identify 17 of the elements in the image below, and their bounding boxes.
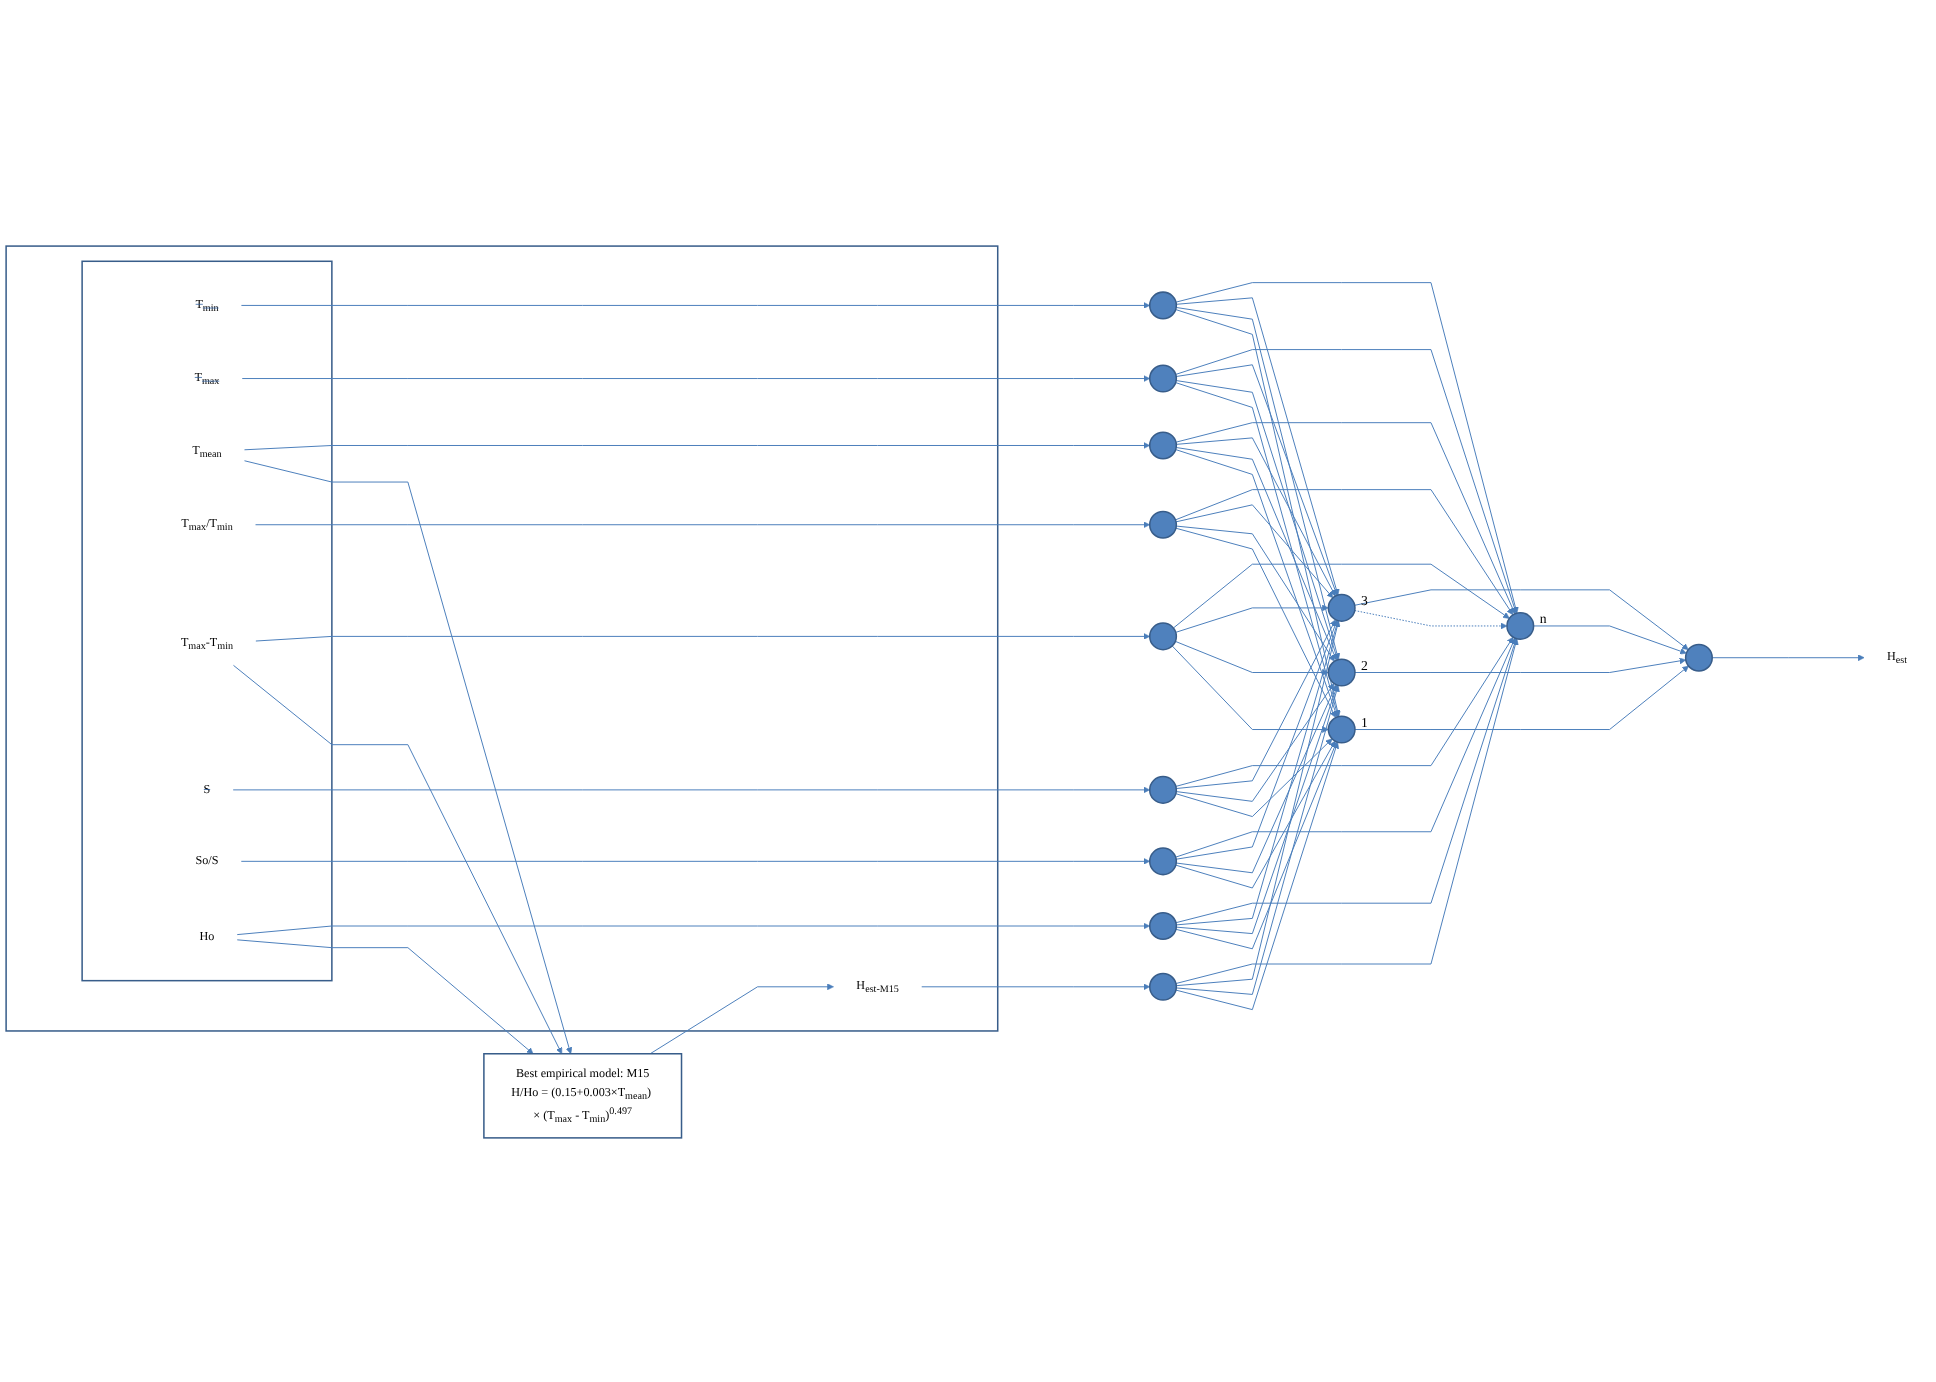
cluster [5,244,999,1031]
node-circle [1149,290,1178,319]
node-circle [1327,592,1356,621]
node-circle [1149,910,1178,940]
node-circle [1149,846,1178,875]
node-circle [1327,714,1356,743]
node-circle [1149,509,1178,538]
node-box [483,1052,683,1138]
node-circle [1327,657,1356,686]
node-circle [1684,642,1713,671]
node-circle [1149,430,1178,459]
node-circle [1149,621,1178,650]
node-circle [1149,363,1178,392]
cluster [81,259,333,981]
node-circle [1149,774,1178,803]
node-circle [1149,971,1178,1000]
node-circle [1506,610,1535,639]
